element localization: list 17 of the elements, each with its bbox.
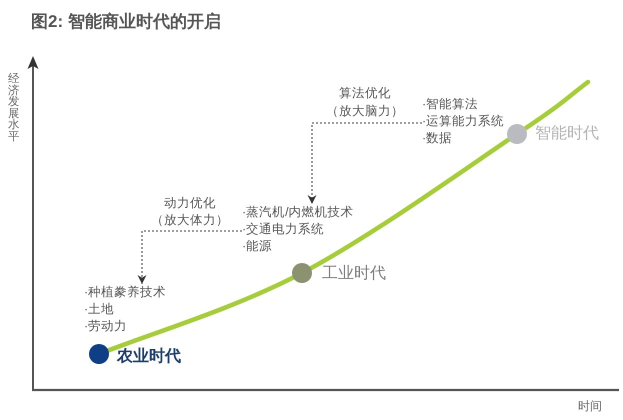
bullet-item: ·种植豢养技术 bbox=[84, 284, 166, 301]
bullet-item: ·蒸汽机/内燃机技术 bbox=[242, 204, 354, 221]
bullet-item: ·劳动力 bbox=[84, 318, 128, 335]
title: 图2: 智能商业时代的开启 bbox=[31, 12, 221, 32]
era-label: 工业时代 bbox=[322, 266, 386, 282]
bullet-item: ·交通电力系统 bbox=[242, 221, 324, 238]
bullet-item: ·运算能力系统 bbox=[422, 113, 504, 130]
dotted-arrow bbox=[308, 122, 422, 204]
bullet-item: ·能源 bbox=[242, 238, 272, 255]
bullet-item: ·数据 bbox=[422, 130, 452, 147]
era-label: 农业时代 bbox=[117, 349, 181, 365]
dotted-arrow bbox=[138, 230, 242, 284]
era-label: 智能时代 bbox=[535, 126, 599, 142]
bullet-item: ·智能算法 bbox=[422, 96, 478, 113]
axis-label: 时间 bbox=[578, 399, 602, 413]
axis-label: 经济发展水平 bbox=[8, 74, 20, 144]
bullet-item: ·土地 bbox=[84, 301, 114, 318]
